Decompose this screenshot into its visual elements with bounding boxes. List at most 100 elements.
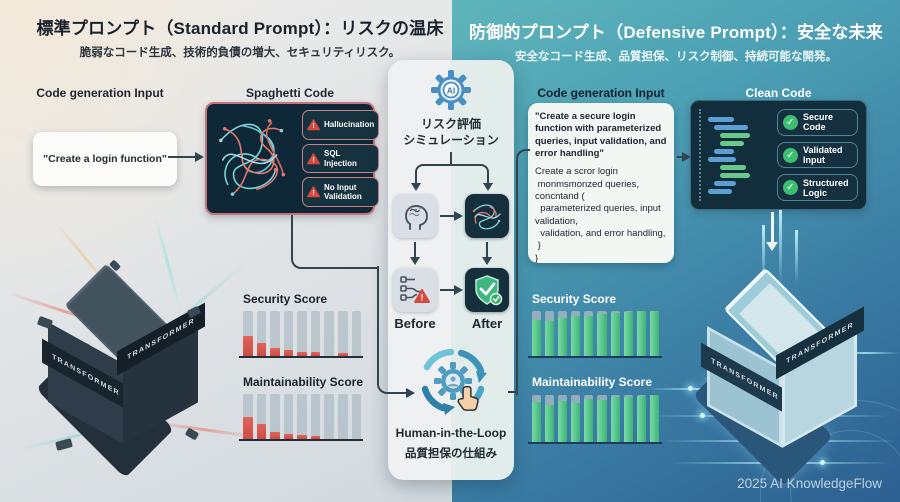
standard-prompt-box: "Create a login function": [33, 132, 177, 186]
flowchart-warning-icon: !: [400, 276, 430, 303]
arrow-head-to-tangle: [440, 215, 455, 217]
check-circle-icon: ✓: [783, 180, 798, 196]
branch-right: [452, 164, 489, 184]
bar: [532, 395, 542, 442]
bar: [623, 311, 633, 356]
bar: [243, 311, 253, 356]
svg-text:!: !: [312, 189, 314, 197]
connector-spaghetti-down: [291, 215, 379, 269]
chart-baseline: [528, 356, 662, 358]
defensive-title: 防御的プロンプト（Defensive Prompt）：安全な未来: [469, 23, 883, 42]
bar: [324, 311, 334, 356]
spaghetti-code-label: Spaghetti Code: [245, 86, 334, 100]
svg-text:!: !: [312, 122, 314, 130]
bar: [337, 394, 348, 439]
bar: [610, 311, 620, 356]
bar: [636, 395, 646, 442]
bar: [571, 395, 581, 442]
arrowhead-down: [410, 257, 420, 265]
bar: [324, 394, 334, 439]
feature-label: Structured Logic: [803, 177, 849, 198]
spaghetti-code-box: ! Hallucination ! SQL Injection ! No Inp…: [205, 102, 380, 215]
feature-badge-structured-logic: ✓ Structured Logic: [777, 174, 858, 202]
simulation-title: リスク評価 シミュレーション: [403, 117, 499, 148]
bar: [532, 311, 542, 356]
bar: [256, 311, 267, 356]
code-lines-graphic: [699, 109, 770, 201]
security-score-label-defensive: Security Score: [532, 292, 617, 306]
risk-simulation-panel: AI リスク評価 シミュレーション: [388, 60, 514, 480]
arrow-down-right: [486, 242, 488, 257]
tangle-icon: [219, 119, 286, 196]
hitl-cycle-icon: [421, 348, 487, 415]
bar: [545, 311, 555, 356]
defensive-prompt-code: Create a scror login monmsmonzed queries…: [535, 166, 666, 264]
bar: [351, 394, 362, 439]
tangle-result-box: [465, 194, 509, 238]
arrowhead-right: [682, 152, 691, 162]
arrowhead-down: [411, 183, 421, 191]
bar: [571, 311, 581, 356]
branch-left: [415, 164, 452, 184]
arrow-clean-to-cube: [771, 212, 774, 242]
cube-shard: [184, 427, 200, 441]
svg-text:!: !: [421, 293, 424, 303]
credit-watermark: 2025 AI KnowledgeFlow: [737, 476, 882, 491]
bar: [558, 311, 568, 356]
bar: [545, 395, 555, 442]
hitl-title: Human-in-the-Loop: [395, 426, 507, 440]
tangle-icon: [472, 204, 501, 230]
warning-badge-sql-injection: ! SQL Injection: [302, 143, 380, 174]
warning-label: Hallucination: [324, 120, 375, 130]
warning-badge-hallucination: ! Hallucination: [302, 110, 380, 140]
thinking-head-box: [393, 194, 437, 238]
maintainability-score-label-standard: Maintainability Score: [243, 375, 364, 389]
before-label: Before: [394, 316, 436, 331]
transformer-label: TRANSFORMER: [711, 356, 779, 402]
bar: [297, 311, 307, 356]
bar: [270, 394, 280, 439]
check-circle-icon: ✓: [783, 147, 798, 163]
cube-shard: [55, 438, 73, 451]
arrow-flow-to-shield: [440, 289, 455, 291]
transformer-label: TRANSFORMER: [52, 352, 120, 398]
arrowhead-right: [454, 211, 463, 221]
shield-check-icon: [475, 275, 503, 306]
feature-label: Secure Code: [803, 112, 834, 133]
bar: [584, 311, 594, 356]
glow-dot: [688, 386, 693, 391]
ai-gear-icon: AI: [431, 70, 471, 110]
warning-label: No Input Validation: [324, 182, 362, 202]
maintainability-score-label-defensive: Maintainability Score: [532, 375, 653, 389]
bar: [283, 311, 294, 356]
standard-prompt-text: "Create a login function": [43, 153, 167, 165]
bar: [584, 395, 594, 442]
branch-stub: [450, 152, 452, 164]
shield-result-box: [465, 268, 509, 312]
svg-text:!: !: [312, 156, 314, 164]
after-label: After: [471, 316, 503, 331]
maintainability-score-chart-defensive: [532, 395, 659, 442]
hitl-subtitle: 品質担保の仕組み: [405, 448, 497, 460]
bar: [310, 311, 321, 356]
warning-label: SQL Injection: [324, 149, 357, 168]
light-beam: [762, 225, 765, 285]
bar: [283, 394, 294, 439]
standard-title: 標準プロンプト（Standard Prompt）：リスクの温床: [36, 19, 444, 38]
feature-list: ✓ Secure Code ✓ Validated Input ✓ Struct…: [777, 109, 858, 202]
arrowhead-right: [195, 152, 204, 162]
clean-code-box: ✓ Secure Code ✓ Validated Input ✓ Struct…: [690, 100, 867, 210]
feature-badge-secure-code: ✓ Secure Code: [777, 109, 858, 136]
arrowhead-down-white: [766, 242, 778, 251]
bar: [597, 311, 607, 356]
bar: [649, 395, 659, 442]
bar: [558, 395, 568, 442]
bar: [270, 311, 280, 356]
chart-baseline: [239, 356, 363, 358]
hand-pointer-icon: [457, 386, 479, 411]
warning-badge-no-input-validation: ! No Input Validation: [302, 177, 380, 208]
arrow-down-left: [414, 242, 416, 257]
security-score-chart-standard: [243, 311, 362, 356]
glow-dot: [700, 413, 705, 418]
